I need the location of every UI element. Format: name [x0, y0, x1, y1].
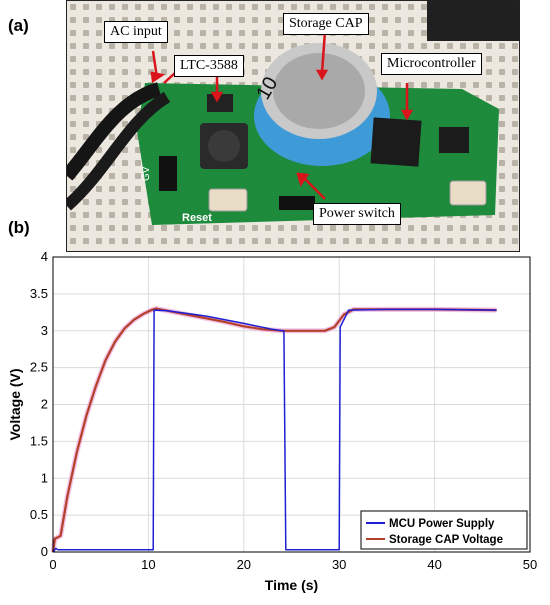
callout-ac-input: AC input — [104, 21, 168, 43]
y-tick-label: 1.5 — [30, 433, 48, 448]
x-tick-label: 50 — [523, 557, 537, 572]
x-tick-label: 0 — [49, 557, 56, 572]
callout-power-switch: Power switch — [313, 203, 401, 225]
callout-ltc-3588: LTC-3588 — [174, 55, 244, 77]
microcontroller-chip — [370, 117, 422, 167]
x-axis-label: Time (s) — [265, 577, 318, 593]
y-tick-label: 2 — [41, 397, 48, 412]
ac-input-cable — [67, 82, 162, 181]
reset-button — [208, 188, 248, 212]
panel-label-a: (a) — [8, 16, 29, 35]
y-axis-label: Voltage (V) — [7, 368, 23, 440]
y-tick-label: 0.5 — [30, 507, 48, 522]
reset-silkscreen: Reset — [182, 212, 212, 224]
gv-header — [159, 156, 177, 191]
plot-frame — [52, 256, 531, 553]
callout-arrows — [150, 30, 414, 200]
ac-input-cable-2 — [67, 91, 171, 211]
x-tick-label: 30 — [332, 557, 346, 572]
axis-ticks: 0 10 20 30 40 50 0 0.5 1 1.5 2 2.5 3 3.5 4 — [30, 250, 537, 572]
panel-label-b: (b) — [8, 218, 30, 237]
voltage-chart: 0 10 20 30 40 50 0 0.5 1 1.5 2 2.5 3 3.5 4 Time (s) Vo… — [7, 250, 537, 593]
gv-silkscreen: GV — [141, 166, 152, 181]
x-tick-label: 10 — [141, 557, 155, 572]
y-tick-label: 4 — [41, 250, 48, 264]
top-connector — [427, 1, 519, 41]
series-mcu-power-supply — [52, 308, 497, 553]
x-tick-label: 40 — [427, 557, 441, 572]
legend-entry: Storage CAP Voltage — [389, 534, 503, 546]
y-tick-label: 2.5 — [30, 360, 48, 375]
legend-box — [360, 510, 528, 550]
board-photo-drawing: 10 GV Reset — [67, 1, 519, 251]
callout-storage-cap: Storage CAP — [283, 13, 369, 35]
y-tick-label: 1 — [41, 470, 48, 485]
y-tick-label: 0 — [41, 544, 48, 559]
board-photo: 10 GV Reset AC input LTC-3588 Storage CA… — [66, 0, 520, 252]
y-tick-label: 3 — [41, 323, 48, 338]
x-tick-label: 20 — [237, 557, 251, 572]
power-switch-header — [279, 196, 315, 210]
grid — [52, 256, 531, 553]
series-lines — [50, 306, 497, 553]
ltc-chip — [207, 94, 233, 112]
legend-entry: MCU Power Supply — [389, 518, 495, 530]
y-tick-label: 3.5 — [30, 286, 48, 301]
callout-microcontroller: Microcontroller — [381, 53, 482, 75]
